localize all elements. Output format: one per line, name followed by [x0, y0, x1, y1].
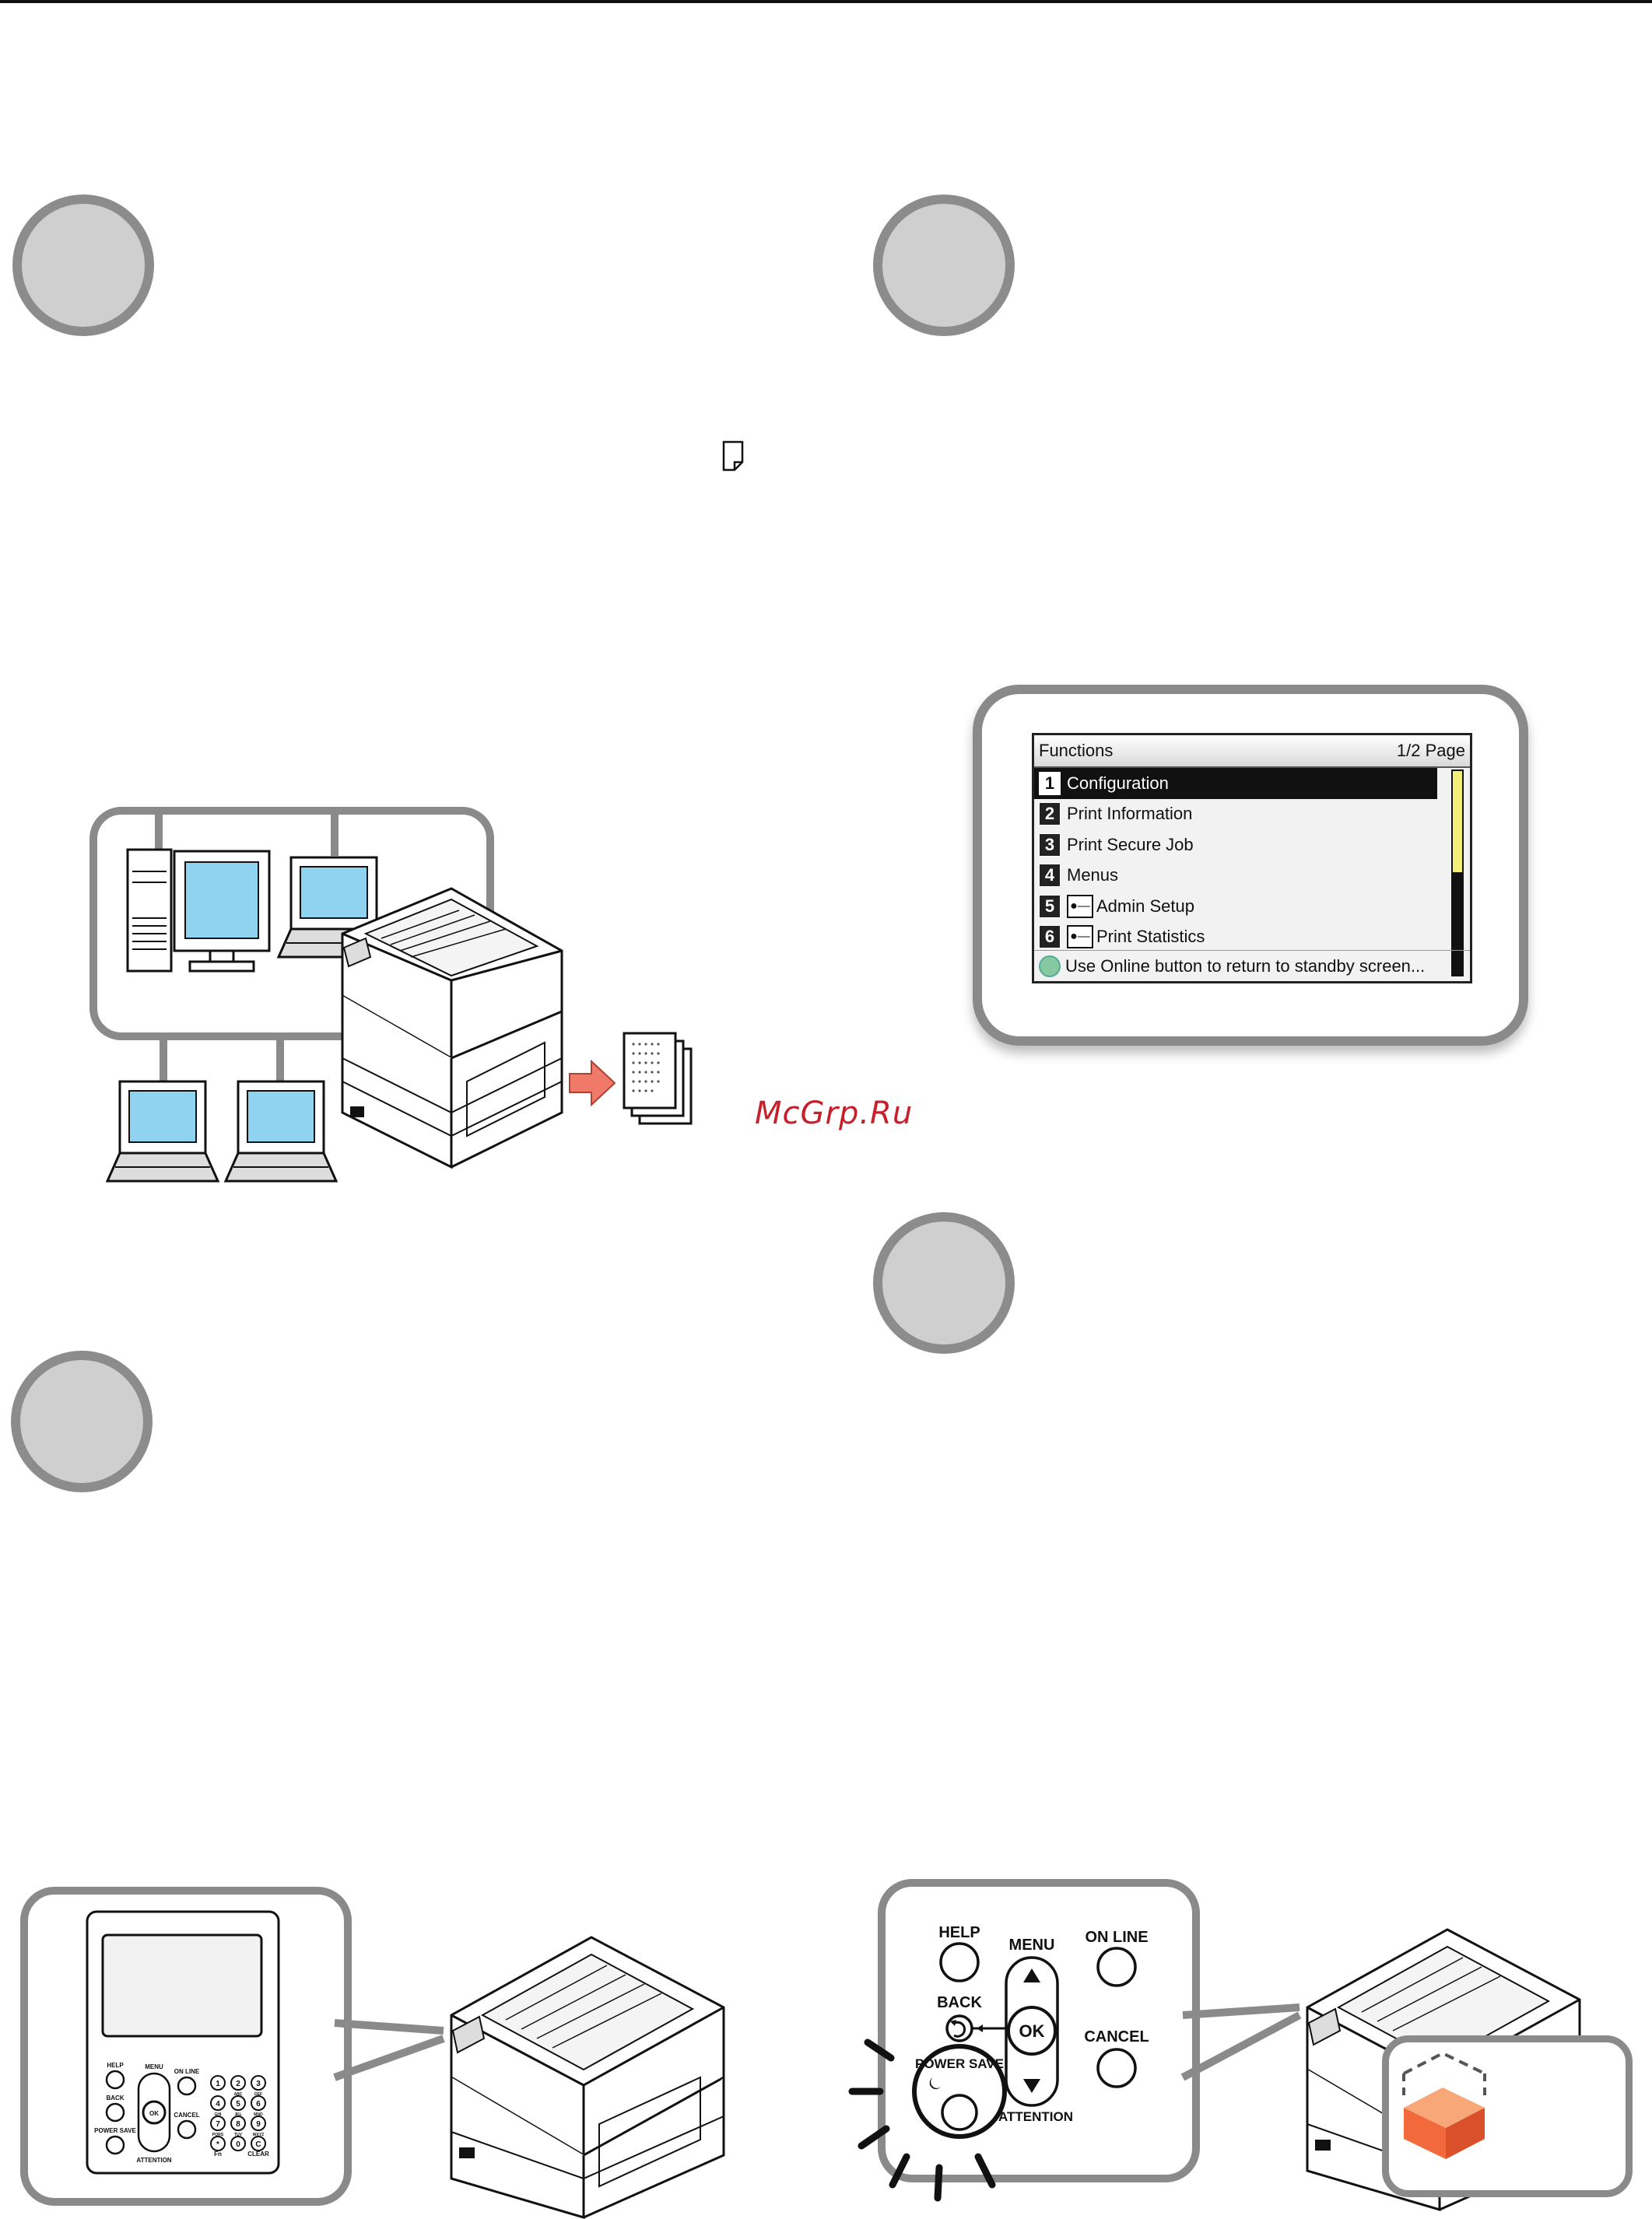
- keypad-key: C: [255, 2140, 261, 2149]
- desktop-computer-icon: [126, 848, 271, 973]
- keypad-sublabel: JKL: [234, 2112, 241, 2117]
- menu-label: MENU: [1009, 1937, 1055, 1954]
- power-save-label: POWER SAVE: [915, 2056, 1004, 2071]
- menu-item-label: Print Secure Job: [1067, 834, 1194, 854]
- keypad-sublabel: WXYZ: [253, 2133, 264, 2137]
- attention-label: ATTENTION: [136, 2157, 171, 2164]
- attention-label: ATTENTION: [998, 2109, 1073, 2124]
- output-arrow-icon: [569, 1059, 616, 1107]
- paper-stack-icon: [623, 1032, 693, 1125]
- keypad-sublabel: TUV: [234, 2133, 243, 2137]
- keypad-sublabel: GHI: [215, 2112, 223, 2117]
- laptop-icon: [223, 1080, 338, 1183]
- keypad-sublabel: PQRS: [212, 2133, 224, 2137]
- operator-panel-large: HELP MENU ON LINE BACK OK CANCEL POWER S…: [848, 1924, 1149, 2202]
- menu-item-menus[interactable]: 4 Menus: [1034, 861, 1437, 892]
- menu-item-label: Menus: [1067, 865, 1119, 885]
- keypad-key: 6: [256, 2100, 261, 2109]
- keypad-key: 0: [236, 2140, 240, 2149]
- keypad-key: 1: [216, 2080, 220, 2088]
- keypad-key: 8: [236, 2120, 240, 2129]
- menu-item-number: 1: [1039, 771, 1061, 795]
- keypad-key: 4: [216, 2100, 220, 2109]
- sleep-cube-icon: [1402, 2051, 1486, 2159]
- back-label: BACK: [937, 1994, 982, 2011]
- online-label: ON LINE: [1085, 1929, 1148, 1946]
- page-icon: [722, 440, 744, 471]
- key-icon: ●—: [1067, 925, 1093, 949]
- callout-lines: [333, 2019, 445, 2081]
- menu-label: MENU: [145, 2063, 163, 2070]
- ok-label: OK: [149, 2110, 159, 2117]
- help-label: HELP: [938, 1924, 980, 1941]
- step-circle-3: [873, 1212, 1015, 1354]
- menu-item-number: 2: [1039, 802, 1061, 826]
- menu-item-number: 5: [1039, 894, 1061, 918]
- lcd-screen-frame: Functions 1/2 Page 1 Configuration 2 Pri…: [973, 685, 1528, 1046]
- lcd-screen: Functions 1/2 Page 1 Configuration 2 Pri…: [1032, 733, 1472, 983]
- menu-item-label: Print Statistics: [1096, 927, 1205, 947]
- lcd-scrollbar-thumb[interactable]: [1453, 771, 1462, 872]
- printer-icon: [450, 1936, 725, 2219]
- ok-label: OK: [1019, 2021, 1045, 2041]
- laptop-icon: [105, 1080, 220, 1183]
- lcd-footer-text: Use Online button to return to standby s…: [1065, 955, 1426, 976]
- keypad-key: 3: [256, 2080, 261, 2088]
- online-label: ON LINE: [174, 2068, 200, 2075]
- menu-item-number: 6: [1039, 925, 1061, 949]
- keypad-sublabel: MNO: [254, 2112, 263, 2117]
- lcd-header: Functions 1/2 Page: [1034, 735, 1470, 768]
- step-circle-1: [12, 195, 154, 336]
- menu-item-print-information[interactable]: 2 Print Information: [1034, 799, 1437, 830]
- fn-label: Fn: [214, 2151, 222, 2158]
- printer-icon: [341, 887, 563, 1169]
- menu-item-print-statistics[interactable]: 6 ●— Print Statistics: [1034, 922, 1437, 953]
- keypad-key: 5: [236, 2100, 240, 2109]
- lcd-header-page: 1/2 Page: [1396, 741, 1465, 760]
- keypad-key: 9: [256, 2120, 261, 2129]
- cancel-label: CANCEL: [1084, 2028, 1149, 2045]
- menu-item-label: Print Information: [1067, 804, 1193, 824]
- keypad-key: 7: [216, 2120, 220, 2129]
- keypad-sublabel: ABC: [234, 2092, 243, 2097]
- menu-item-label: Configuration: [1067, 773, 1169, 793]
- operator-panel-small: HELP MENU ON LINE BACK OK CANCEL POWER S…: [86, 1910, 280, 2175]
- clear-label: CLEAR: [247, 2151, 269, 2158]
- lcd-footer: Use Online button to return to standby s…: [1034, 950, 1470, 981]
- lcd-header-title: Functions: [1039, 741, 1114, 760]
- online-indicator-icon: [1039, 955, 1061, 977]
- menu-item-number: 3: [1039, 833, 1061, 857]
- network-diagram: [89, 807, 693, 1183]
- menu-item-number: 4: [1039, 864, 1061, 888]
- power-save-label: POWER SAVE: [94, 2127, 136, 2134]
- back-label: BACK: [106, 2095, 124, 2102]
- key-icon: ●—: [1067, 894, 1093, 918]
- attention-glow-icon: [848, 2038, 996, 2202]
- menu-item-configuration[interactable]: 1 Configuration: [1034, 768, 1437, 799]
- menu-item-print-secure-job[interactable]: 3 Print Secure Job: [1034, 829, 1437, 861]
- top-rule: [0, 0, 1652, 3]
- callout-lines: [1180, 2003, 1302, 2081]
- help-label: HELP: [107, 2062, 124, 2069]
- keypad-key: *: [216, 2140, 219, 2149]
- watermark-text: McGrp.Ru: [755, 1095, 914, 1131]
- keypad-key: 2: [236, 2080, 240, 2088]
- step-circle-4: [11, 1351, 153, 1492]
- menu-item-label: Admin Setup: [1096, 896, 1194, 916]
- menu-item-admin-setup[interactable]: 5 ●— Admin Setup: [1034, 891, 1437, 922]
- keypad-sublabel: DEF: [254, 2092, 262, 2097]
- lcd-scrollbar[interactable]: [1451, 769, 1464, 976]
- step-circle-2: [873, 195, 1015, 336]
- cancel-label: CANCEL: [174, 2112, 199, 2119]
